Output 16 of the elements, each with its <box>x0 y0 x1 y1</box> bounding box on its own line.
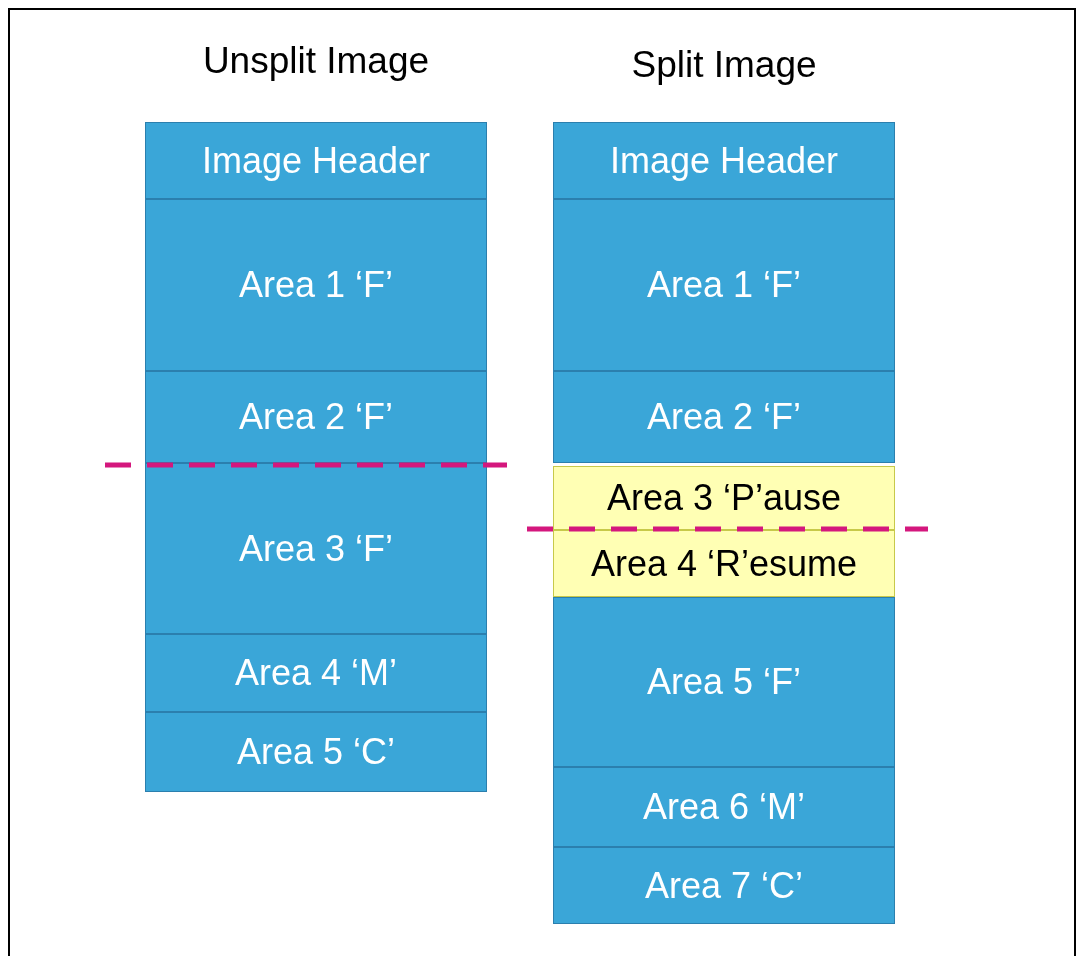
memory-area-block: Image Header <box>145 122 487 199</box>
memory-area-block: Image Header <box>553 122 895 199</box>
memory-area-block: Area 4 ‘M’ <box>145 634 487 712</box>
memory-area-block: Area 4 ‘R’esume <box>553 530 895 597</box>
memory-area-block: Area 3 ‘F’ <box>145 463 487 634</box>
memory-area-block: Area 5 ‘F’ <box>553 597 895 767</box>
memory-area-block: Area 2 ‘F’ <box>553 371 895 463</box>
memory-area-block: Area 2 ‘F’ <box>145 371 487 463</box>
memory-area-block: Area 7 ‘C’ <box>553 847 895 924</box>
memory-area-block: Area 1 ‘F’ <box>145 199 487 371</box>
memory-area-block: Area 3 ‘P’ause <box>553 466 895 530</box>
column-heading: Unsplit Image <box>201 40 431 82</box>
memory-area-block: Area 1 ‘F’ <box>553 199 895 371</box>
memory-area-block: Area 6 ‘M’ <box>553 767 895 847</box>
memory-area-block: Area 5 ‘C’ <box>145 712 487 792</box>
column-heading: Split Image <box>630 44 818 86</box>
